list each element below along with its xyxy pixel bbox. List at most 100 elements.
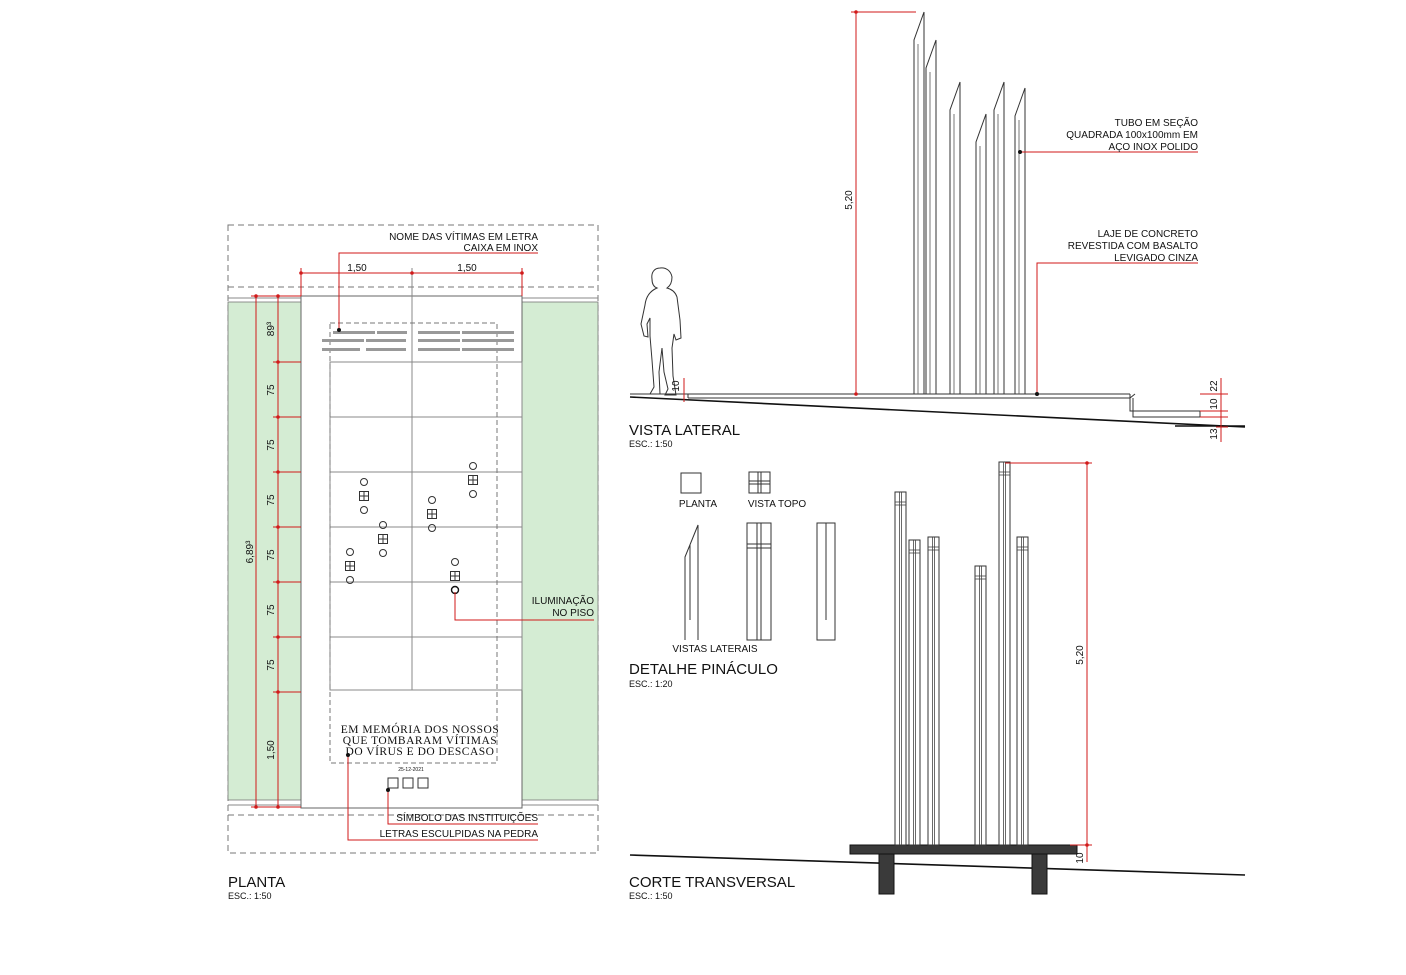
lateral-pinnacle-5 — [993, 81, 1005, 395]
lateral-slab — [629, 393, 1246, 428]
inscription-line2: QUE TOMBARAM VÍTIMAS — [343, 733, 497, 747]
note-tube-line2: QUADRADA 100x100mm EM — [1066, 130, 1198, 141]
lateral-dim-10: 10 — [1209, 398, 1220, 410]
section-pinnacle-3 — [927, 536, 940, 846]
lateral-dim-height-ticks — [854, 10, 858, 396]
note-lighting-line1: ILUMINAÇÃO — [532, 594, 594, 607]
leader-symbol-dot — [386, 788, 390, 792]
detail-side-view-2 — [746, 522, 772, 641]
leader-slab — [1036, 262, 1198, 394]
lateral-dim-height-label: 5,20 — [844, 190, 855, 210]
planta-title: PLANTA — [228, 874, 285, 891]
planta-dim-seg-6: 75 — [266, 604, 277, 616]
leader-tube-dot — [1018, 150, 1022, 154]
lateral-pinnacle-3 — [949, 81, 961, 395]
planta-view: EM MEMÓRIA DOS NOSSOS QUE TOMBARAM VÍTIM… — [227, 224, 599, 901]
paving-grid — [329, 296, 523, 691]
planta-dim-seg-8: 1,50 — [266, 740, 277, 760]
planta-dim-seg-3: 75 — [266, 439, 277, 451]
note-tube-line1: TUBO EM SEÇÃO — [1115, 116, 1199, 129]
corte-transversal-scale: ESC.: 1:50 — [629, 891, 673, 901]
section-pinnacles — [894, 461, 1029, 846]
leader-slab-dot — [1035, 392, 1039, 396]
detalhe-pinaculo-view: PLANTA VISTA TOPO VISTAS LATERAIS DETALH… — [629, 471, 836, 689]
planta-dim-total: 6,89³ — [245, 540, 256, 563]
plan-pinnacle-light-2 — [379, 549, 387, 557]
lawn-right — [521, 301, 599, 801]
plan-pinnacle-marker-4 — [428, 496, 436, 504]
plan-pinnacle-light-5 — [469, 490, 477, 498]
person-silhouette-icon — [640, 267, 682, 396]
note-names-line2: CAIXA EM INOX — [464, 243, 539, 254]
section-pinnacle-1 — [894, 491, 907, 846]
lateral-dim-22: 22 — [1209, 380, 1220, 392]
inscription-line3: DO VÍRUS E DO DESCASO — [346, 744, 495, 758]
corte-transversal-view: 5,20 10 CORTE TRANSVERSAL ESC.: 1:50 — [629, 461, 1246, 901]
lateral-pinnacle-4 — [975, 113, 987, 395]
plan-pinnacle-light-3 — [346, 576, 354, 584]
section-pinnacle-4 — [974, 565, 987, 846]
lateral-pinnacles — [913, 11, 1026, 395]
lateral-dim-13: 13 — [1209, 428, 1220, 440]
note-slab-line2: REVESTIDA COM BASALTO — [1068, 241, 1198, 252]
detalhe-pinaculo-scale: ESC.: 1:20 — [629, 679, 673, 689]
planta-dim-top-ticks — [299, 271, 524, 275]
institution-symbols — [387, 777, 429, 789]
section-foundation-left — [878, 853, 895, 895]
lateral-dim-right — [1200, 378, 1228, 442]
inscription-line1: EM MEMÓRIA DOS NOSSOS — [341, 722, 499, 736]
note-names-line1: NOME DAS VÍTIMAS EM LETRA — [389, 230, 538, 243]
planta-dim-seg-4: 75 — [266, 494, 277, 506]
plan-pinnacle-marker-3 — [346, 548, 354, 556]
plan-pinnacle-marker-6 — [451, 558, 459, 566]
planta-dim-seg-7: 75 — [266, 659, 277, 671]
leader-letters-dot — [346, 753, 350, 757]
plan-pinnacle-light-1 — [360, 506, 368, 514]
plan-pinnacle-marker-5 — [469, 462, 477, 470]
detail-top-view-icon — [748, 471, 771, 494]
note-lighting-line2: NO PISO — [552, 608, 594, 619]
leader-symbol — [387, 790, 538, 825]
plan-pinnacle-marker-1 — [360, 478, 368, 486]
vista-lateral-title: VISTA LATERAL — [629, 422, 740, 439]
detail-label-planta: PLANTA — [679, 499, 717, 510]
planta-dim-seg-1: 89³ — [266, 321, 277, 336]
detail-label-vistas-laterais: VISTAS LATERAIS — [672, 644, 758, 655]
leader-lighting — [454, 592, 594, 621]
leader-victim-names — [338, 252, 538, 330]
inscription-date: 25-12-2021 — [398, 767, 424, 773]
section-ground-line — [629, 854, 1246, 876]
planta-dim-top-left: 1,50 — [347, 263, 367, 274]
planta-scale: ESC.: 1:50 — [228, 891, 272, 901]
section-slab — [849, 844, 1078, 855]
leader-letters — [347, 755, 538, 841]
lateral-pinnacle-1 — [913, 11, 925, 395]
lawn-left — [227, 301, 302, 801]
plan-pinnacles — [345, 462, 478, 595]
victim-names-area — [329, 322, 498, 764]
section-foundation-right — [1031, 853, 1048, 895]
detail-side-view-3 — [816, 522, 836, 641]
section-pinnacle-2 — [908, 539, 921, 846]
plan-pinnacle-marker-2 — [379, 521, 387, 529]
section-dim-height-label: 5,20 — [1075, 645, 1086, 665]
note-tube-line3: AÇO INOX POLIDO — [1109, 142, 1199, 153]
detalhe-pinaculo-title: DETALHE PINÁCULO — [629, 661, 778, 678]
vista-lateral-scale: ESC.: 1:50 — [629, 439, 673, 449]
victim-names-text — [322, 331, 514, 351]
section-pinnacle-6 — [1016, 536, 1029, 846]
note-letters: LETRAS ESCULPIDAS NA PEDRA — [380, 829, 539, 840]
leader-victim-names-dot — [337, 328, 341, 332]
planta-dim-seg-5: 75 — [266, 549, 277, 561]
lateral-pinnacle-2 — [925, 39, 937, 395]
lateral-dim-height — [851, 11, 916, 394]
section-pinnacle-5 — [998, 461, 1011, 846]
lateral-pinnacle-6 — [1014, 87, 1026, 395]
note-slab-line3: LEVIGADO CINZA — [1114, 253, 1198, 264]
detail-side-view-1 — [684, 524, 699, 640]
section-dim-slab-label: 10 — [1075, 852, 1086, 864]
corte-transversal-title: CORTE TRANSVERSAL — [629, 874, 795, 891]
detail-plan-square — [680, 472, 702, 494]
section-dim-height-ticks — [1085, 461, 1089, 847]
